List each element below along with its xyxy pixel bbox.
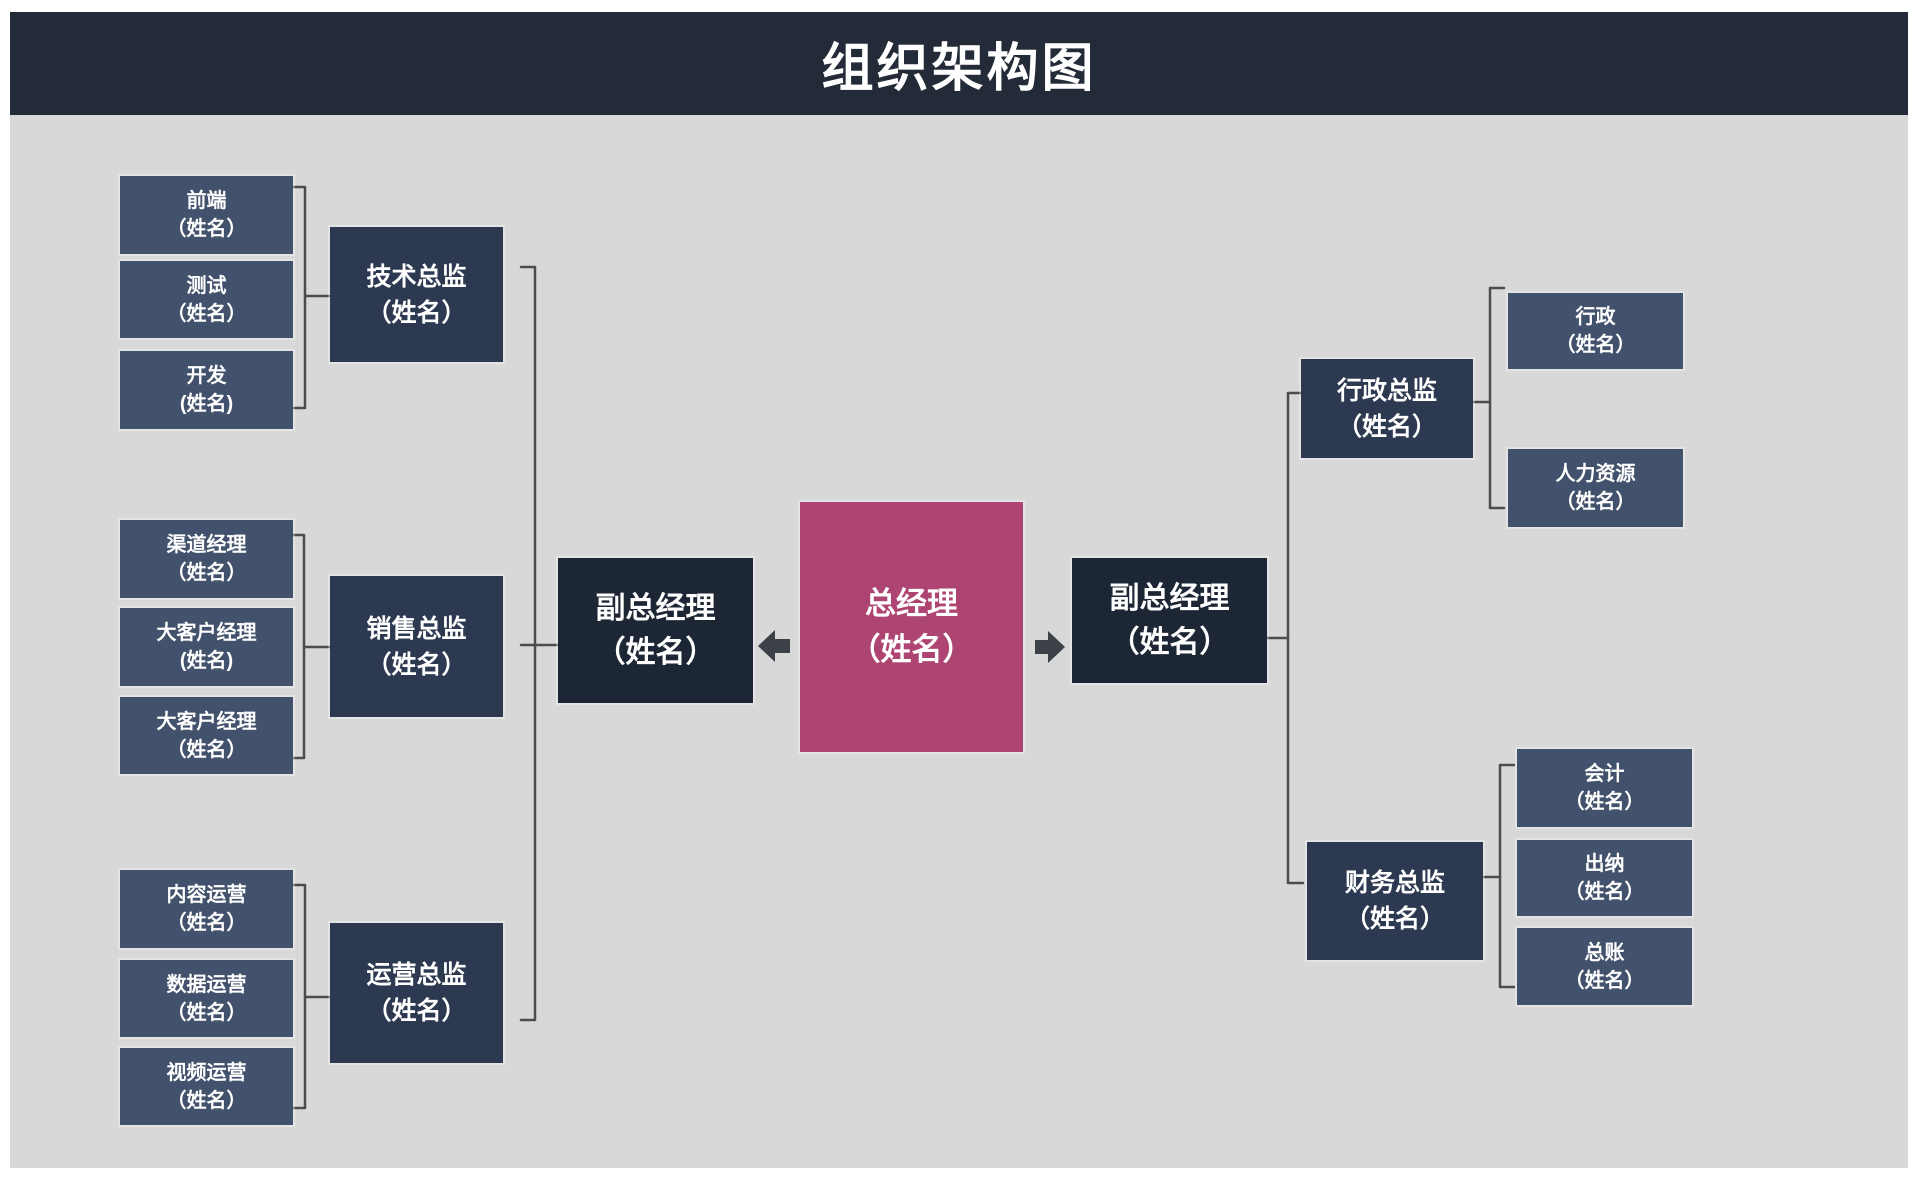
bracket-right-directors	[1286, 391, 1305, 885]
org-node-data-ops: 数据运营 （姓名）	[120, 960, 293, 1037]
node-subtitle: （姓名）	[1109, 625, 1230, 659]
org-node-content-ops: 内容运营 （姓名）	[120, 870, 293, 948]
org-node-cashier: 出纳 （姓名）	[1517, 840, 1692, 916]
node-subtitle: （姓名）	[1564, 969, 1645, 992]
node-subtitle: （姓名）	[1555, 491, 1636, 513]
arrow-right-icon	[1035, 631, 1065, 663]
node-title: 渠道经理	[166, 534, 247, 556]
node-title: 大客户经理	[156, 710, 257, 733]
org-node-key-account-manager-1: 大客户经理 (姓名)	[120, 608, 293, 686]
node-subtitle: （姓名）	[595, 635, 716, 669]
bracket-ops-members	[289, 883, 307, 1110]
org-node-channel-manager: 渠道经理 （姓名）	[120, 520, 293, 598]
node-title: 副总经理	[595, 591, 716, 625]
org-node-director-tech: 技术总监 （姓名）	[330, 227, 503, 362]
node-subtitle: （姓名）	[1555, 334, 1636, 356]
node-title: 总账	[1584, 941, 1625, 964]
node-subtitle: （姓名）	[166, 1089, 247, 1112]
node-title: 视频运营	[166, 1061, 247, 1084]
node-title: 会计	[1584, 763, 1625, 785]
node-title: 总经理	[865, 586, 958, 621]
node-subtitle: （姓名）	[166, 738, 247, 761]
node-title: 前端	[186, 190, 227, 212]
org-node-director-sales: 销售总监 （姓名）	[330, 576, 503, 717]
node-subtitle: (姓名)	[179, 650, 234, 672]
org-node-director-ops: 运营总监 （姓名）	[330, 923, 503, 1063]
node-title: 销售总监	[366, 614, 467, 643]
org-node-vp-right: 副总经理 （姓名）	[1072, 558, 1267, 683]
node-title: 出纳	[1584, 853, 1625, 875]
org-node-general-ledger: 总账 （姓名）	[1517, 928, 1692, 1005]
node-subtitle: （姓名）	[166, 302, 247, 325]
node-title: 财务总监	[1344, 869, 1445, 897]
bracket-admin-members	[1488, 286, 1506, 510]
node-subtitle: （姓名）	[1564, 791, 1645, 813]
node-title: 技术总监	[366, 262, 467, 291]
node-title: 副总经理	[1109, 581, 1230, 615]
title-band: 组织架构图	[10, 12, 1908, 115]
org-node-qa: 测试 （姓名）	[120, 261, 293, 338]
node-subtitle: （姓名）	[1564, 881, 1645, 903]
org-node-frontend: 前端 （姓名）	[120, 176, 293, 254]
arrow-left-icon	[758, 630, 790, 662]
node-title: 内容运营	[166, 884, 247, 906]
org-node-key-account-manager-2: 大客户经理 （姓名）	[120, 697, 293, 774]
node-subtitle: （姓名）	[1344, 905, 1445, 933]
org-node-ceo: 总经理 （姓名）	[800, 502, 1023, 752]
node-title: 人力资源	[1555, 463, 1636, 485]
node-subtitle: （姓名）	[366, 298, 467, 327]
org-node-video-ops: 视频运营 （姓名）	[120, 1048, 293, 1125]
node-subtitle: （姓名）	[366, 997, 467, 1025]
bracket-left-directors	[519, 265, 537, 1022]
node-title: 大客户经理	[156, 622, 257, 644]
node-subtitle: (姓名)	[179, 393, 234, 415]
page-title: 组织架构图	[821, 40, 1097, 98]
bracket-tech-members	[289, 185, 307, 410]
org-node-vp-left: 副总经理 （姓名）	[558, 558, 753, 703]
org-node-director-finance: 财务总监 （姓名）	[1307, 842, 1483, 960]
node-subtitle: （姓名）	[166, 562, 247, 584]
org-node-hr: 人力资源 （姓名）	[1508, 449, 1683, 527]
node-title: 运营总监	[366, 961, 467, 989]
node-subtitle: （姓名）	[166, 1001, 247, 1024]
node-subtitle: （姓名）	[166, 218, 247, 240]
org-node-accountant: 会计 （姓名）	[1517, 749, 1692, 827]
node-title: 数据运营	[166, 973, 247, 996]
org-node-admin: 行政 （姓名）	[1508, 293, 1683, 369]
node-title: 开发	[186, 365, 227, 387]
node-subtitle: （姓名）	[1336, 412, 1437, 441]
node-subtitle: （姓名）	[849, 632, 974, 667]
org-node-dev: 开发 (姓名)	[120, 351, 293, 429]
node-title: 行政	[1575, 306, 1616, 328]
org-node-director-admin: 行政总监 （姓名）	[1301, 359, 1473, 458]
node-title: 测试	[186, 274, 227, 297]
bracket-finance-members	[1498, 763, 1516, 989]
node-subtitle: （姓名）	[166, 912, 247, 934]
node-title: 行政总监	[1336, 376, 1437, 405]
node-subtitle: （姓名）	[366, 650, 467, 679]
